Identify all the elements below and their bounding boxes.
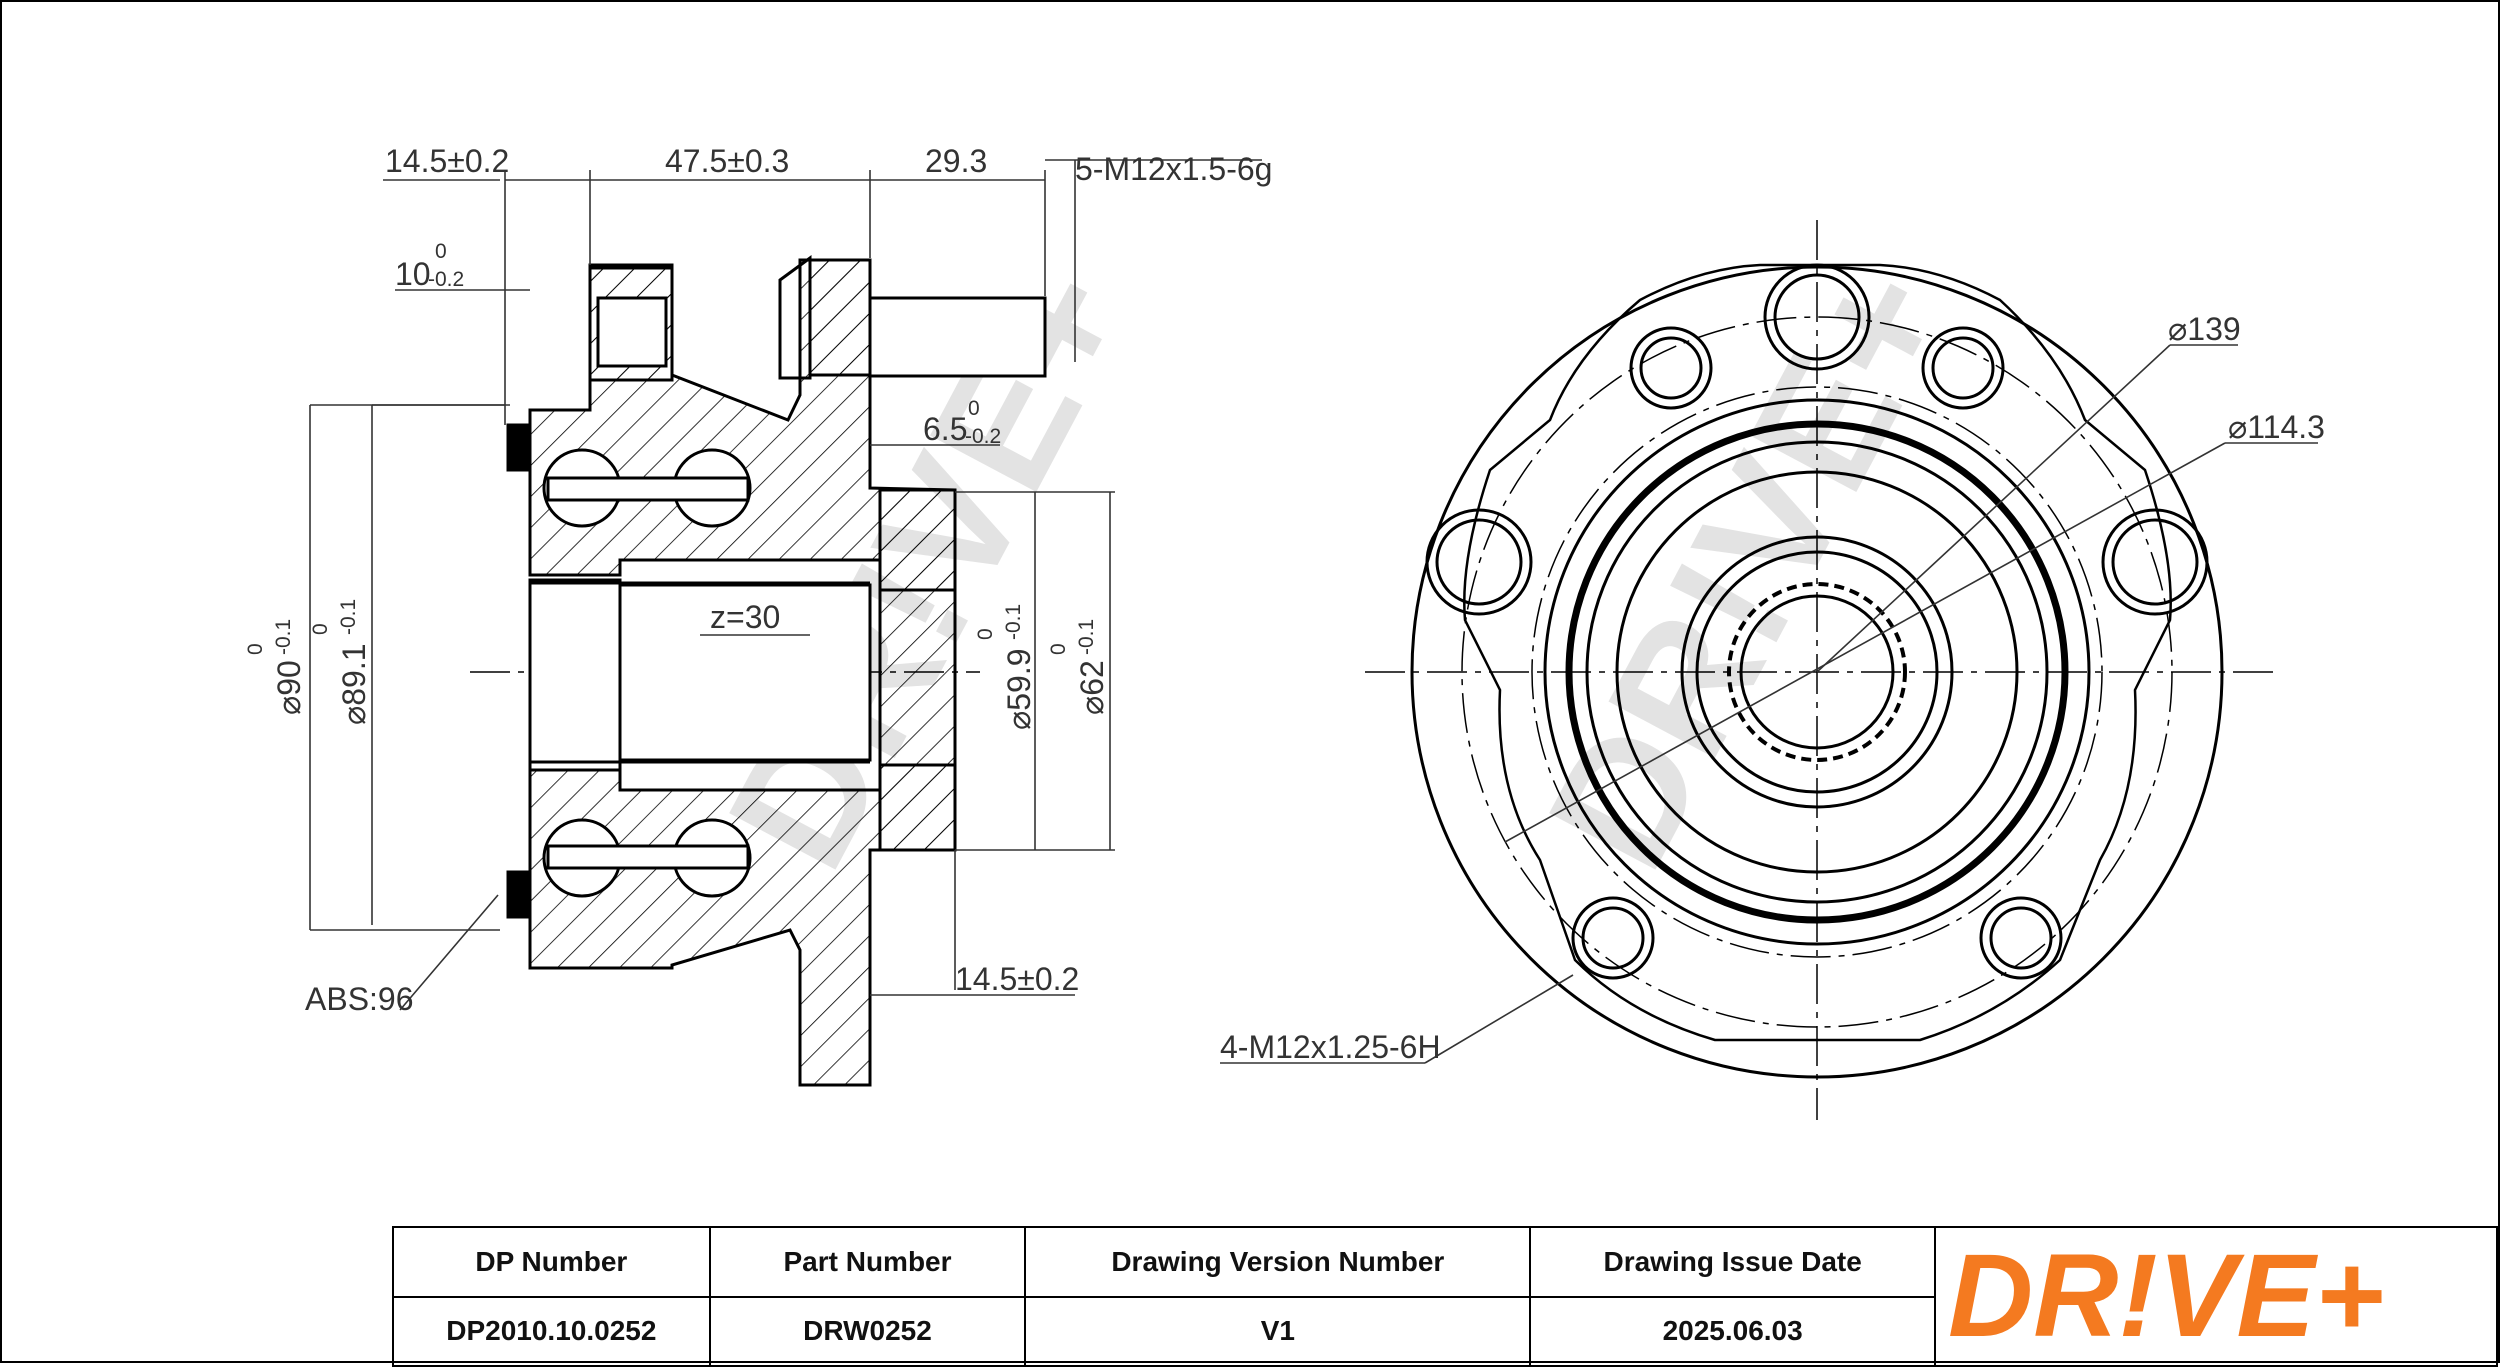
dim-dia-62-upper: 0	[1047, 643, 1070, 655]
front-dimension-text: ⌀139 ⌀114.3 4-M12x1.25-6H	[1220, 311, 2325, 1065]
front-dimension-lines	[1220, 344, 2318, 1064]
stud-hole-3	[1435, 518, 1523, 606]
dim-10-lower: -0.2	[428, 268, 464, 291]
abs-seal-lower	[506, 870, 530, 919]
thread-hole-4	[1989, 906, 2053, 970]
dim-thread-hole: 4-M12x1.25-6H	[1220, 1029, 1441, 1065]
dim-dia-89-1-upper: 0	[309, 623, 332, 635]
flange-outer	[1410, 265, 2224, 1079]
value-dp-number: DP2010.10.0252	[392, 1295, 711, 1367]
thread-hole-2	[1931, 336, 1995, 400]
dim-teeth: z=30	[710, 599, 780, 635]
thread-hole-1	[1639, 336, 1703, 400]
dim-dia-59-9-lower: -0.1	[1002, 604, 1025, 640]
dim-dia-59-9-upper: 0	[974, 628, 997, 640]
hub-ring-6	[1695, 550, 1939, 794]
threaded-holes	[1571, 326, 2063, 980]
dim-dia-62-lower: -0.1	[1075, 619, 1098, 655]
hub-ring-4	[1615, 470, 2019, 874]
outer-flange	[878, 488, 957, 852]
dim-dia-90: ⌀90	[271, 660, 307, 715]
flange-upper	[808, 258, 872, 377]
spline-outer	[1727, 582, 1907, 762]
stud-head	[778, 255, 812, 380]
dim-47-5: 47.5±0.3	[665, 143, 789, 179]
brand-logo: DR!VE+	[1948, 1230, 2384, 1362]
front-view	[1365, 220, 2275, 1120]
abs-seal-upper	[506, 423, 530, 472]
dim-dia-89-1-lower: -0.1	[337, 599, 360, 635]
value-issue-date: 2025.06.03	[1529, 1295, 1936, 1367]
brand-logo-text: DR!VE+	[1948, 1230, 2384, 1358]
dim-dia-59-9: ⌀59.9	[1001, 648, 1037, 730]
stud-hole-2	[2111, 518, 2199, 606]
dim-29-3: 29.3	[925, 143, 987, 179]
spline-bore	[618, 583, 872, 762]
side-dimension-lines	[309, 159, 1262, 1011]
hub-ring-3	[1585, 440, 2049, 904]
pcd-139	[1461, 316, 2173, 1028]
side-dimension-text: 14.5±0.2 47.5±0.3 29.3 5-M12x1.5-6g 10 0…	[244, 143, 1272, 1017]
hub-ring-5	[1680, 535, 1954, 809]
dim-6-5: 6.5	[923, 411, 967, 447]
bolt-shank-upper	[596, 296, 668, 368]
dim-pcd-114-3: ⌀114.3	[2228, 409, 2325, 445]
value-drawing-version: V1	[1024, 1295, 1532, 1367]
thread-hole-3	[1581, 906, 1645, 970]
header-drawing-version: Drawing Version Number	[1024, 1226, 1532, 1298]
flange-profile	[1463, 263, 2172, 1042]
dim-thread-stud: 5-M12x1.5-6g	[1075, 151, 1272, 187]
inner-bore	[528, 578, 622, 772]
dim-dia-90-lower: -0.1	[272, 619, 295, 655]
wheel-stud	[868, 296, 1047, 378]
logo-cell: DR!VE+	[1933, 1226, 2499, 1367]
dim-14-5-bottom: 14.5±0.2	[955, 961, 1079, 997]
side-section-view	[470, 255, 1047, 1087]
dim-dia-62: ⌀62	[1074, 660, 1110, 715]
pcd-114	[1531, 386, 2103, 958]
dim-10-upper: 0	[435, 240, 447, 263]
dim-dia-90-upper: 0	[244, 643, 267, 655]
stud-hole-1	[1773, 273, 1861, 361]
dim-6-5-lower: -0.2	[965, 425, 1001, 448]
dim-6-5-upper: 0	[968, 397, 980, 420]
header-part-number: Part Number	[708, 1226, 1027, 1298]
header-dp-number: DP Number	[392, 1226, 711, 1298]
dim-10: 10	[395, 256, 431, 292]
header-issue-date: Drawing Issue Date	[1529, 1226, 1936, 1298]
dim-dia-89-1: ⌀89.1	[336, 643, 372, 725]
dim-abs: ABS:96	[305, 981, 414, 1017]
hub-ring-2	[1565, 420, 2069, 924]
dim-14-5-top: 14.5±0.2	[385, 143, 509, 179]
spline-inner	[1739, 594, 1895, 750]
value-part-number: DRW0252	[708, 1295, 1027, 1367]
hub-ring-1	[1543, 398, 2091, 946]
dim-pcd-139: ⌀139	[2168, 311, 2241, 347]
title-block: DP Number Part Number Drawing Version Nu…	[392, 1226, 2499, 1367]
stud-holes	[1425, 263, 2209, 616]
